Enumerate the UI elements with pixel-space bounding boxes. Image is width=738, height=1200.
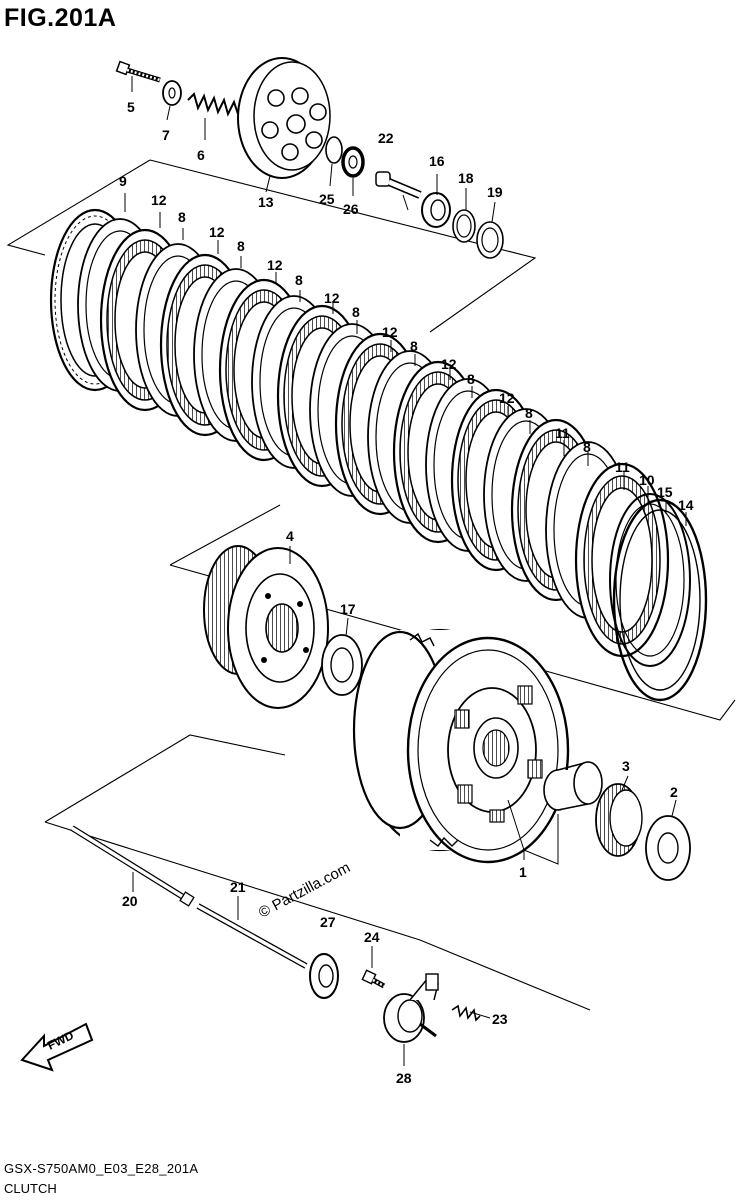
callout-28: 28 — [396, 1070, 412, 1086]
bolt-5 — [115, 60, 161, 83]
washer-25 — [325, 136, 343, 164]
washer-18 — [452, 209, 476, 243]
callout-12f: 12 — [441, 356, 457, 372]
nut-16 — [421, 192, 451, 228]
callout-13: 13 — [258, 194, 274, 210]
washer-17 — [321, 634, 363, 696]
spring-6 — [187, 92, 239, 117]
push-rod-21 — [196, 903, 308, 969]
plate-stack — [49, 208, 708, 702]
plate-stack-group-box-bottom — [169, 564, 736, 721]
fwd-arrow-icon: FWD — [20, 1022, 94, 1072]
callout-8c: 8 — [295, 272, 303, 288]
callout-6: 6 — [197, 147, 205, 163]
bearing-26 — [341, 146, 365, 178]
washer-19 — [476, 221, 504, 259]
washer-7 — [162, 80, 182, 106]
watermark-text: © Partzilla.com — [256, 859, 353, 921]
shaft-group-box-bottom — [44, 821, 591, 1011]
callout-1: 1 — [519, 864, 527, 880]
callout-24: 24 — [364, 929, 380, 945]
pressure-plate-group-box — [149, 159, 537, 333]
callout-22: 22 — [378, 130, 394, 146]
push-rod-20 — [70, 825, 195, 907]
release-shaft-28 — [383, 973, 439, 1043]
clutch-hub-4 — [203, 545, 329, 709]
thrust-washer-2 — [645, 815, 691, 881]
seat-14 — [612, 498, 708, 702]
callout-27: 27 — [320, 914, 336, 930]
callout-8h: 8 — [583, 439, 591, 455]
needle-bearing-3 — [595, 783, 643, 857]
callout-15: 15 — [657, 484, 673, 500]
callout-8b: 8 — [237, 238, 245, 254]
callout-7: 7 — [162, 127, 170, 143]
callout-2: 2 — [670, 784, 678, 800]
spacer-bush — [543, 761, 603, 811]
shaft-group-box — [44, 734, 286, 823]
callout-12a: 12 — [151, 192, 167, 208]
callout-12d: 12 — [324, 290, 340, 306]
pressure-plate-13 — [237, 57, 331, 179]
spring-23 — [451, 1004, 481, 1022]
seal-27 — [309, 953, 339, 999]
bolt-24 — [361, 969, 386, 989]
callout-11a: 11 — [555, 425, 570, 441]
callout-16: 16 — [429, 153, 445, 169]
plate-stack-group-box — [169, 504, 281, 566]
leader-lines — [124, 76, 687, 1066]
callout-11b: 11 — [615, 459, 630, 475]
callout-10: 10 — [639, 472, 655, 488]
callout-12b: 12 — [209, 224, 225, 240]
callout-8f: 8 — [467, 371, 475, 387]
callout-17: 17 — [340, 601, 356, 617]
callout-25: 25 — [319, 191, 335, 207]
pushrod-piece-22 — [375, 171, 422, 199]
callout-26: 26 — [343, 201, 359, 217]
callout-3: 3 — [622, 758, 630, 774]
callout-14: 14 — [678, 497, 694, 513]
diagram-code: GSX-S750AM0_E03_E28_201A — [4, 1161, 199, 1176]
callout-21: 21 — [230, 879, 246, 895]
callout-19: 19 — [487, 184, 503, 200]
figure-title: FIG.201A — [4, 4, 117, 32]
callout-8g: 8 — [525, 405, 533, 421]
clutch-housing-1 — [352, 628, 570, 864]
callout-12g: 12 — [499, 390, 515, 406]
callout-12c: 12 — [267, 257, 283, 273]
diagram-name: CLUTCH — [4, 1181, 57, 1196]
callout-labels: 5 7 6 13 25 26 22 16 18 19 9 12 8 12 8 1… — [119, 99, 694, 1086]
friction-plate-10 — [574, 462, 670, 658]
callout-8d: 8 — [352, 304, 360, 320]
callout-12e: 12 — [382, 324, 398, 340]
pressure-plate-group-box-left — [6, 159, 151, 256]
callout-18: 18 — [458, 170, 474, 186]
callout-5: 5 — [127, 99, 135, 115]
callout-8e: 8 — [410, 338, 418, 354]
callout-8a: 8 — [178, 209, 186, 225]
callout-9: 9 — [119, 173, 127, 189]
callout-4: 4 — [286, 528, 294, 544]
callout-20: 20 — [122, 893, 138, 909]
callout-23: 23 — [492, 1011, 508, 1027]
